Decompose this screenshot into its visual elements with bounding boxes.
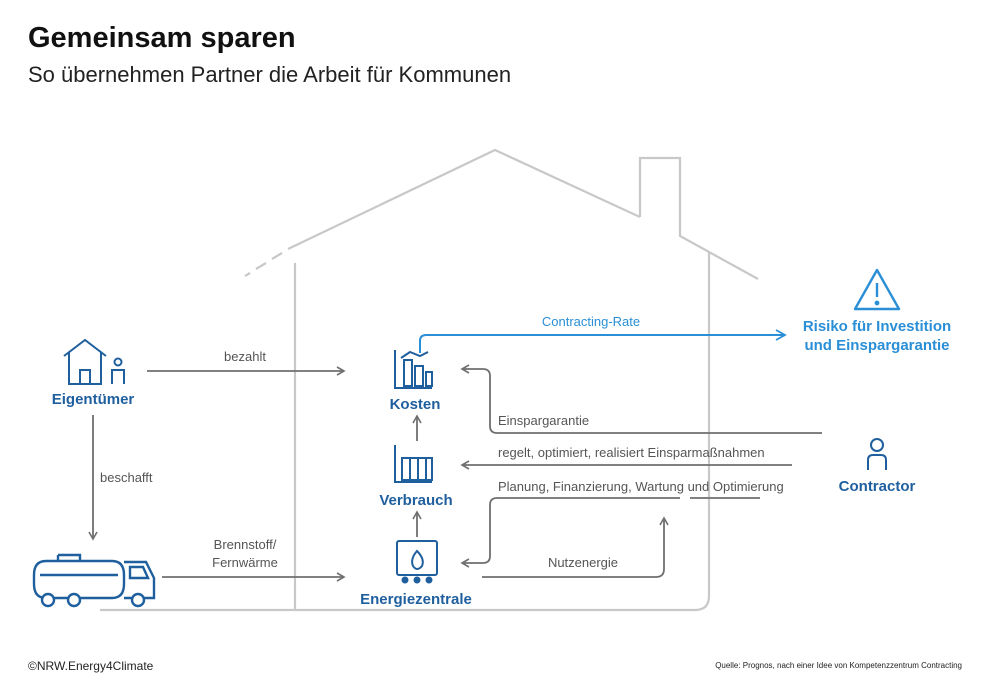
page-title: Gemeinsam sparen <box>28 22 296 54</box>
fuel-label-line1: Brennstoff/ <box>214 537 277 552</box>
risk-label-line1: Risiko für Investition <box>803 318 951 335</box>
consumption-label: Verbrauch <box>379 492 452 509</box>
owner-label: Eigentümer <box>52 391 135 408</box>
boiler-flame-icon <box>396 540 438 584</box>
fuel-label-line2: Fernwärme <box>212 555 278 570</box>
contracting-rate-label: Contracting-Rate <box>542 314 640 329</box>
procured-label: beschafft <box>100 470 153 485</box>
savings-guarantee-arrow <box>460 364 822 434</box>
copyright: ©NRW.Energy4Climate <box>28 659 154 673</box>
consumption-icon <box>394 445 433 483</box>
regulates-label: regelt, optimiert, realisiert Einsparmaß… <box>498 445 765 460</box>
costs-label: Kosten <box>390 396 441 413</box>
person-icon <box>867 438 887 470</box>
risk-label-line2: und Einspargarantie <box>804 337 949 354</box>
source-note: Quelle: Prognos, nach einer Idee von Kom… <box>715 661 962 670</box>
page-subtitle: So übernehmen Partner die Arbeit für Kom… <box>28 62 512 87</box>
costs-icon <box>394 350 433 389</box>
house-person-icon <box>63 338 125 385</box>
useful-energy-arrow <box>482 516 669 578</box>
contractor-label: Contractor <box>839 478 916 495</box>
fuel-truck-icon <box>32 553 156 608</box>
paid-label: bezahlt <box>224 349 266 364</box>
useful-energy-label: Nutzenergie <box>548 555 618 570</box>
planning-arrow <box>462 497 760 563</box>
warning-icon <box>853 268 901 311</box>
savings-guarantee-label: Einspargarantie <box>498 413 589 428</box>
planning-label: Planung, Finanzierung, Wartung und Optim… <box>498 479 784 494</box>
energy-center-label: Energiezentrale <box>360 591 472 608</box>
house-outline <box>100 148 759 612</box>
contracting-rate-arrow <box>419 329 787 353</box>
